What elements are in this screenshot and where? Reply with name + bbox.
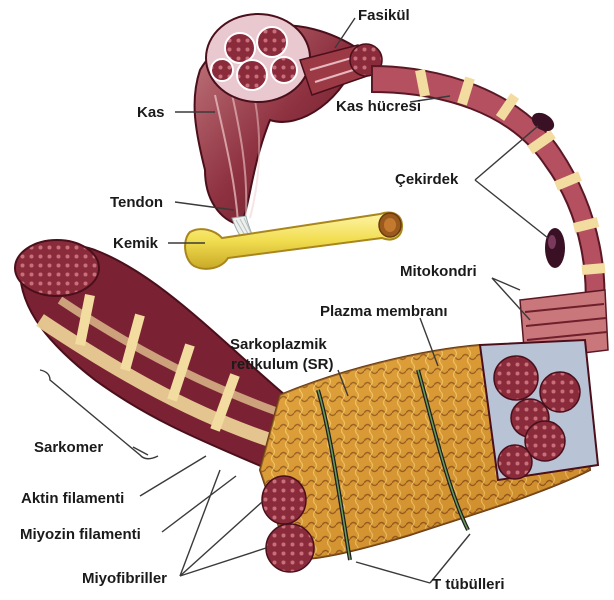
muscle-cross-section <box>206 14 310 102</box>
label-aktin: Aktin filamenti <box>21 490 124 507</box>
label-cekirdek: Çekirdek <box>395 171 459 188</box>
label-plazma-membrani: Plazma membranı <box>320 303 448 320</box>
label-kemik: Kemik <box>113 235 159 252</box>
label-miyofibriller: Miyofibriller <box>82 570 167 587</box>
label-miyozin: Miyozin filamenti <box>20 526 141 543</box>
leader-mitokondri-2 <box>492 278 520 290</box>
leader-aktin <box>140 456 206 496</box>
leader-cekirdek-1 <box>475 126 538 180</box>
leader-t-1 <box>356 562 430 583</box>
leader-cekirdek-2 <box>475 180 548 238</box>
label-fasikul: Fasikül <box>358 7 410 24</box>
label-kas: Kas <box>137 104 165 121</box>
bone <box>185 213 402 269</box>
leader-miyozin <box>162 476 236 532</box>
label-sr-line2: retikulum (SR) <box>231 356 334 373</box>
nucleus-2 <box>545 228 565 268</box>
leader-miyofibriller-3 <box>180 548 266 576</box>
label-kas-hucresi: Kas hücresi <box>336 98 421 115</box>
cell-cross-section <box>480 340 598 480</box>
label-mitokondri: Mitokondri <box>400 263 477 280</box>
label-sr-line1: Sarkoplazmik <box>230 336 327 353</box>
leader-miyofibriller-1 <box>180 470 220 576</box>
label-sarkomer: Sarkomer <box>34 439 103 456</box>
label-t-tubulleri: T tübülleri <box>432 576 505 593</box>
label-tendon: Tendon <box>110 194 163 211</box>
myofibril-cross-section <box>15 240 99 296</box>
leader-miyofibriller-2 <box>180 502 262 576</box>
